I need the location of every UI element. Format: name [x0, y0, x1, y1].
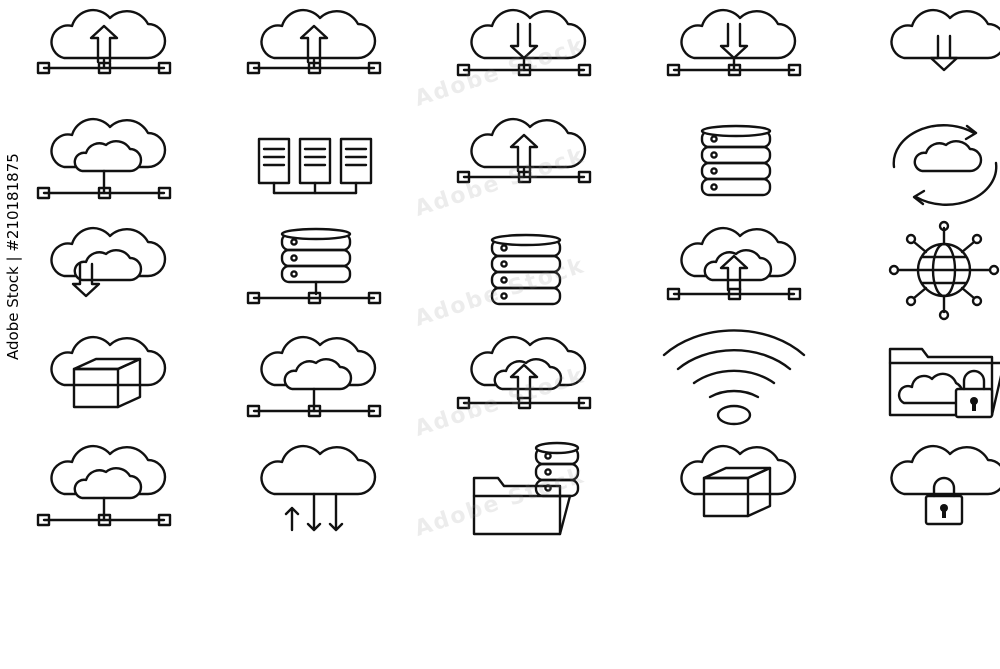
cloud-download-icon [890, 8, 1000, 72]
icon-cell [214, 0, 414, 109]
icon-cell [424, 0, 624, 109]
icon-cell [4, 436, 204, 545]
nested-cloud-upload-network-icon [456, 335, 592, 410]
folder-cloud-lock-icon [888, 347, 1000, 419]
wifi-signal-icon [662, 329, 806, 426]
icon-cell [424, 327, 624, 436]
icon-grid [4, 0, 1000, 545]
database-stack-icon [700, 124, 772, 197]
nested-cloud-network-icon [36, 117, 172, 200]
icon-cell [634, 436, 834, 545]
icon-cell [4, 218, 204, 327]
icon-cell [634, 109, 834, 218]
cloud-upload-network-icon [246, 8, 382, 75]
icon-cell [214, 436, 414, 545]
database-network-icon [246, 227, 382, 305]
nested-cloud-download-icon [50, 226, 167, 298]
cloud-upload-network-icon [456, 117, 592, 184]
nested-cloud-network-icon [36, 444, 172, 527]
cloud-upload-network-icon [36, 8, 172, 75]
cloud-download-network-icon [666, 8, 802, 77]
icon-cell [4, 327, 204, 436]
stock-id-label: Adobe Stock | #210181875 [4, 153, 22, 360]
globe-network-icon [888, 220, 1000, 321]
cloud-sync-icon [892, 124, 998, 206]
cloud-box-icon [50, 335, 167, 409]
icon-cell [4, 109, 204, 218]
icon-cell [424, 109, 624, 218]
cloud-download-network-icon [456, 8, 592, 77]
nested-cloud-network-icon [246, 335, 382, 418]
icon-cell [214, 218, 414, 327]
icon-cell [844, 0, 1000, 109]
icon-cell [4, 0, 204, 109]
nested-cloud-upload-network-icon [666, 226, 802, 301]
database-stack-icon [490, 233, 562, 306]
server-rack-network-icon [257, 137, 373, 195]
icon-cell [844, 436, 1000, 545]
icon-cell [844, 218, 1000, 327]
cloud-lock-icon [890, 444, 1000, 526]
icon-cell [214, 327, 414, 436]
cloud-transfer-arrows-icon [260, 444, 377, 532]
icon-cell [634, 218, 834, 327]
folder-database-icon [472, 441, 580, 536]
icon-cell [214, 109, 414, 218]
icon-cell [844, 109, 1000, 218]
icon-cell [424, 218, 624, 327]
icon-cell [844, 327, 1000, 436]
icon-cell [424, 436, 624, 545]
cloud-box-icon [680, 444, 797, 518]
icon-cell [634, 0, 834, 109]
icon-cell [634, 327, 834, 436]
